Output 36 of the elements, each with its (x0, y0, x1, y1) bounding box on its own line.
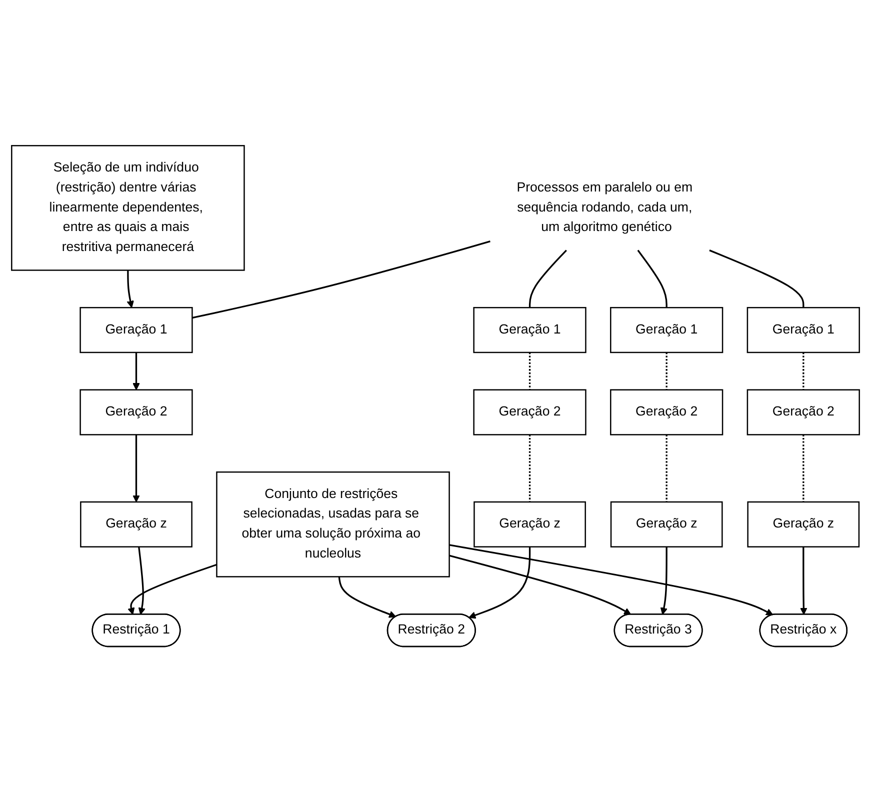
node-text: Processos em paralelo ou em sequência rodando, cada um, um algoritmo genético (516, 180, 693, 234)
connector (666, 352, 668, 390)
arrow (138, 546, 146, 615)
arrow (800, 546, 808, 615)
node-box: Geração z (747, 501, 860, 548)
arrow (128, 564, 217, 615)
node-box: Conjunto de restrições selecionadas, usadas para se obter uma solução próxima ao nucleolus (216, 471, 450, 578)
arrow (132, 434, 140, 502)
connector (528, 352, 531, 390)
connector (709, 249, 804, 308)
connector (192, 240, 490, 319)
node-box: Geração z (80, 501, 192, 548)
arrow (449, 554, 632, 615)
arrow (468, 546, 531, 619)
node-box: Geração z (610, 501, 723, 548)
arrow (449, 544, 774, 616)
connector (528, 434, 531, 502)
node-box: Geração 1 (746, 306, 860, 354)
connector (802, 434, 804, 502)
arrow (338, 576, 396, 618)
node-box: Geração 1 (610, 306, 724, 354)
arrow (132, 352, 140, 390)
node-box: Geração 2 (473, 389, 586, 436)
arrow (126, 270, 134, 308)
node-box: Geração 1 (473, 306, 586, 354)
node-box: Geração z (474, 501, 586, 548)
connector (637, 250, 668, 308)
node-box: Geração 2 (80, 389, 193, 436)
connector (666, 434, 668, 502)
arrow (660, 546, 668, 615)
connector (528, 250, 567, 308)
node-box: Geração 1 (80, 306, 193, 354)
node-box: Geração 2 (746, 389, 860, 436)
connector (802, 352, 804, 390)
node-box: Seleção de um indivíduo (restrição) dentre várias linearmente dependentes, entre as quais a mais restritiva permanecerá (11, 144, 245, 271)
node-box: Geração 2 (610, 389, 724, 436)
